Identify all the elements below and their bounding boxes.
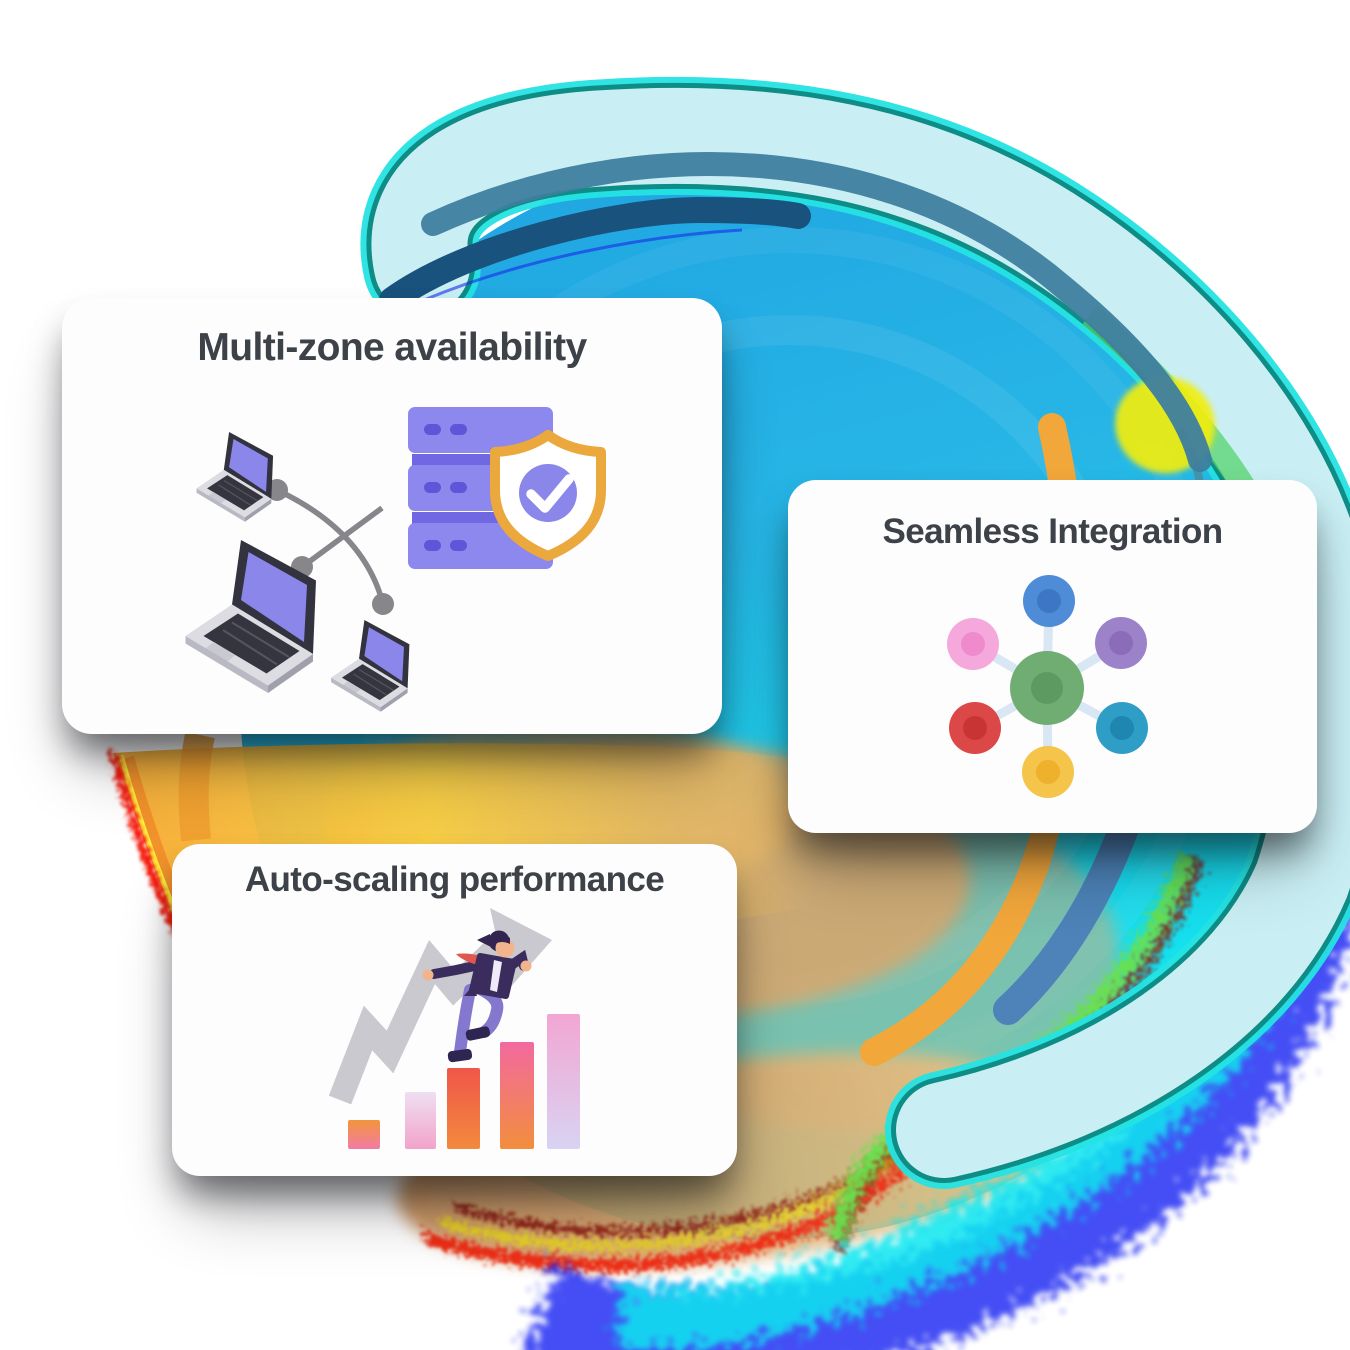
card-title-integration: Seamless Integration <box>882 512 1223 551</box>
auto-scaling-illustration <box>328 908 580 1149</box>
swirl-top-band <box>360 76 1350 1189</box>
multi-zone-illustration <box>184 407 606 713</box>
server-led-dots <box>424 424 467 551</box>
shield-check-icon <box>490 430 606 561</box>
card-title-multi-zone: Multi-zone availability <box>197 326 587 369</box>
integration-hub-diagram <box>947 575 1148 798</box>
bar-5 <box>547 1014 580 1149</box>
bar-chart <box>348 1014 580 1149</box>
card-title-auto-scaling: Auto-scaling performance <box>244 860 665 899</box>
laptop-icon <box>330 619 411 713</box>
integration-node <box>947 575 1148 798</box>
bar-1 <box>348 1120 380 1149</box>
bar-2 <box>405 1092 436 1149</box>
feature-card-auto-scaling: Auto-scaling performance <box>172 844 737 1176</box>
bar-4 <box>500 1042 534 1149</box>
laptop-icon <box>195 431 274 523</box>
hub-node <box>1010 651 1084 725</box>
feature-card-integration: Seamless Integration <box>788 480 1317 833</box>
running-person-illustration <box>422 930 532 1063</box>
feature-card-multi-zone: Multi-zone availability <box>62 298 722 734</box>
bar-3 <box>447 1068 480 1149</box>
network-connectors <box>275 487 386 605</box>
